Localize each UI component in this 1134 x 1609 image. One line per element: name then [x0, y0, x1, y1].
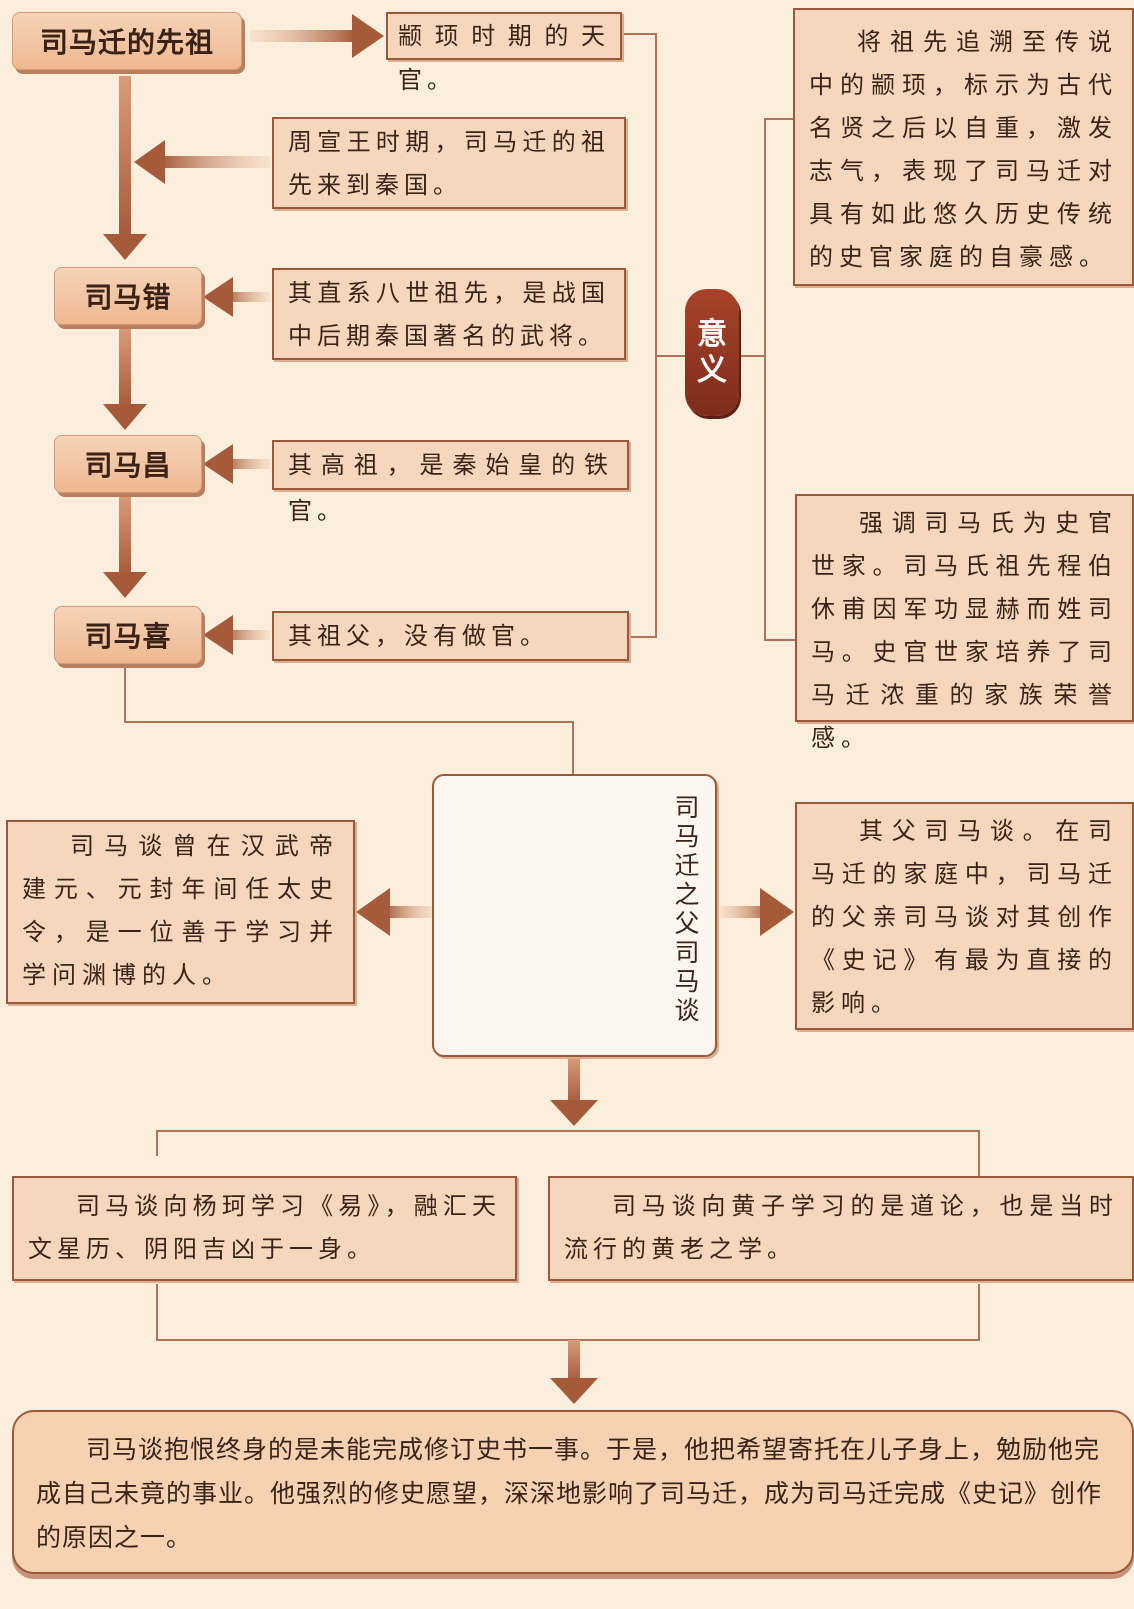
- meaning-point-1: 将祖先追溯至传说中的颛顼，标示为古代名贤之后以自重，激发志气，表现了司马迁对具有…: [793, 8, 1134, 286]
- arrow-down-portrait: [550, 1057, 598, 1126]
- note-cuo: 其直系八世祖先，是战国中后期秦国著名的武将。: [272, 268, 626, 360]
- conclusion-box: 司马谈抱恨终身的是未能完成修订史书一事。于是，他把希望寄托在儿子身上，勉励他完成…: [12, 1410, 1134, 1574]
- arrow-left-cuo: [203, 277, 270, 317]
- note-xi: 其祖父，没有做官。: [272, 611, 629, 661]
- note-zhuanxu: 颛顼时期的天官。: [386, 12, 622, 94]
- ancestor-sima-xi: 司马喜: [54, 606, 202, 664]
- arrow-left-chang: [203, 444, 270, 484]
- arrow-down-1: [103, 76, 147, 260]
- portrait-caption: 司马迁之父司马谈: [671, 794, 700, 1026]
- study-left: 司马谈向杨珂学习《易》，融汇天文星历、阴阳吉凶于一身。: [12, 1176, 517, 1281]
- arrow-down-study: [550, 1340, 598, 1404]
- meaning-point-2: 强调司马氏为史官世家。司马氏祖先程伯休甫因军功显赫而姓司马。史官世家培养了司马迁…: [795, 494, 1134, 752]
- portrait-frame: 司马迁之父司马谈: [432, 774, 717, 1057]
- arrow-left-zhouxuan: [134, 140, 270, 184]
- meaning-label-char-2: 义: [697, 352, 727, 388]
- ancestor-sima-cuo: 司马错: [54, 267, 202, 325]
- ancestors-title: 司马迁的先祖: [12, 12, 242, 70]
- arrow-right-title: [250, 14, 384, 58]
- ancestor-sima-chang: 司马昌: [54, 435, 202, 493]
- arrow-right-portrait: [720, 888, 794, 936]
- meaning-label: 意 义: [685, 289, 739, 416]
- arrow-left-portrait: [356, 888, 433, 936]
- father-left-text: 司马谈曾在汉武帝建元、元封年间任太史令，是一位善于学习并学问渊博的人。: [6, 820, 355, 1004]
- arrow-down-2: [103, 328, 147, 430]
- arrow-left-xi: [203, 615, 270, 655]
- note-zhouxuan: 周宣王时期，司马迁的祖先来到秦国。: [272, 117, 626, 209]
- study-right: 司马谈向黄子学习的是道论，也是当时流行的黄老之学。: [548, 1176, 1134, 1281]
- note-chang: 其高祖，是秦始皇的铁官。: [272, 440, 629, 525]
- arrow-down-3: [103, 496, 147, 598]
- father-right-text: 其父司马谈。在司马迁的家庭中，司马迁的父亲司马谈对其创作《史记》有最为直接的影响…: [795, 802, 1134, 1030]
- meaning-label-char-1: 意: [697, 316, 727, 352]
